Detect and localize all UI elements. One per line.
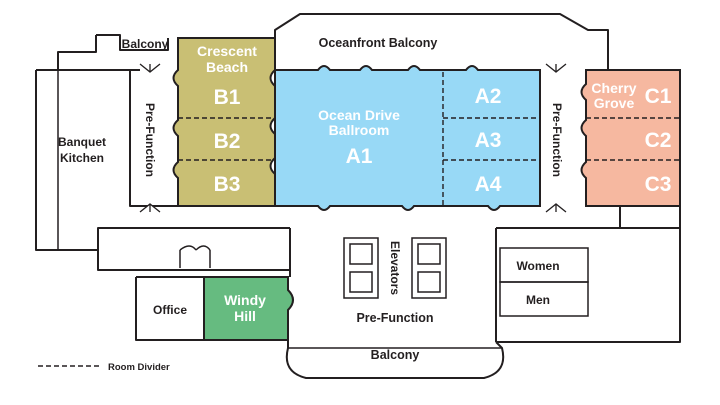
crescent-beach-line2: Beach [206,59,248,75]
men-restroom-label: Men [526,293,550,307]
cherry-grove-room[interactable] [580,69,681,207]
balcony-top-label: Balcony [122,37,169,51]
prefunction-right-label: Pre-Function [550,103,564,177]
prefunction-bottom-label: Pre-Function [356,311,433,325]
oceanfront-balcony-label: Oceanfront Balcony [319,36,438,50]
prefunction-left-label: Pre-Function [143,103,157,177]
windy-hill-line1: Windy [224,292,266,308]
ocean-drive-line1: Ocean Drive [318,107,400,123]
cherry-grove-line2: Grove [594,95,635,111]
windy-hill-line2: Hill [234,308,256,324]
banquet-kitchen-line2: Kitchen [60,151,104,165]
office-label: Office [153,303,187,317]
room-b3-label: B3 [214,173,241,196]
banquet-kitchen-line1: Banquet [58,135,106,149]
elevators-group [343,237,447,299]
women-restroom-label: Women [516,259,559,273]
elevators-label: Elevators [388,241,402,295]
windy-hill-room[interactable] [203,276,294,341]
room-c3-label: C3 [645,173,672,196]
room-dividers [178,72,680,206]
ocean-drive-line2: Ballroom [329,122,390,138]
balcony-bottom-label: Balcony [371,348,420,362]
cherry-grove-line1: Cherry [591,80,636,96]
room-a4-label: A4 [475,173,502,196]
room-c2-label: C2 [645,129,672,152]
legend: Room Divider [38,362,170,373]
room-c1-label: C1 [645,85,672,108]
ocean-drive-ballroom[interactable] [274,65,541,211]
room-b2-label: B2 [214,130,241,153]
room-a2-label: A2 [475,85,502,108]
room-b1-label: B1 [214,86,241,109]
legend-room-divider-label: Room Divider [108,362,170,373]
prefunction-doors [139,63,567,213]
building-walls [35,13,681,379]
room-a3-label: A3 [475,129,502,152]
crescent-beach-line1: Crescent [197,43,257,59]
room-a1-label: A1 [346,145,373,168]
